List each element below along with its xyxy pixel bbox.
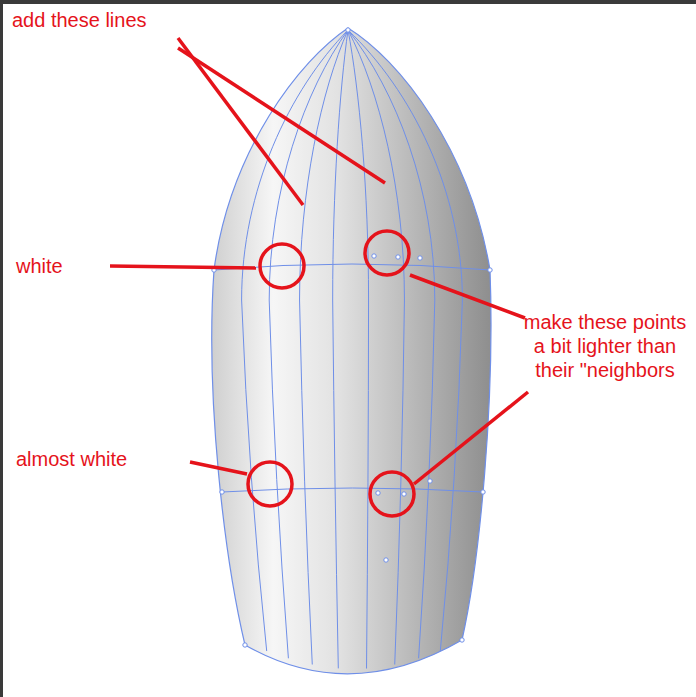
mesh-point xyxy=(376,491,380,495)
mesh-point xyxy=(243,643,247,647)
instruction-note: make these points a bit lighter than the… xyxy=(520,310,690,382)
mesh-point xyxy=(488,268,492,272)
mesh-line xyxy=(348,30,435,658)
mesh-point xyxy=(418,256,422,260)
callouts xyxy=(110,38,528,516)
mesh-point xyxy=(396,255,400,259)
leader-line xyxy=(178,38,303,205)
mesh-point xyxy=(384,558,388,562)
mesh-line xyxy=(348,30,369,669)
leader-line xyxy=(410,275,525,318)
mesh-line xyxy=(348,30,462,651)
mesh-point xyxy=(481,490,485,494)
callout-circle xyxy=(248,462,292,506)
mesh-point xyxy=(372,254,376,258)
callout-circle xyxy=(365,231,409,275)
mesh-line xyxy=(222,488,483,492)
mesh-point xyxy=(460,638,464,642)
instruction-note: add these lines xyxy=(12,8,212,32)
mesh-point xyxy=(346,28,350,32)
mesh-line xyxy=(333,30,348,668)
mesh-line xyxy=(348,30,404,665)
frame-left xyxy=(0,0,3,697)
callout-circle xyxy=(370,472,414,516)
callout-circle xyxy=(260,244,304,288)
gradient-mesh xyxy=(212,28,492,669)
mesh-line xyxy=(300,30,348,665)
leader-line xyxy=(178,48,385,183)
color-note: almost white xyxy=(16,447,191,471)
mesh-point xyxy=(402,492,406,496)
mesh-point xyxy=(220,490,224,494)
mesh-point xyxy=(428,479,432,483)
nose-cone xyxy=(212,28,491,674)
leader-line xyxy=(190,462,247,474)
frame-top xyxy=(0,0,696,4)
color-note: white xyxy=(16,254,106,278)
leader-line xyxy=(414,392,528,484)
leader-line xyxy=(110,266,256,268)
